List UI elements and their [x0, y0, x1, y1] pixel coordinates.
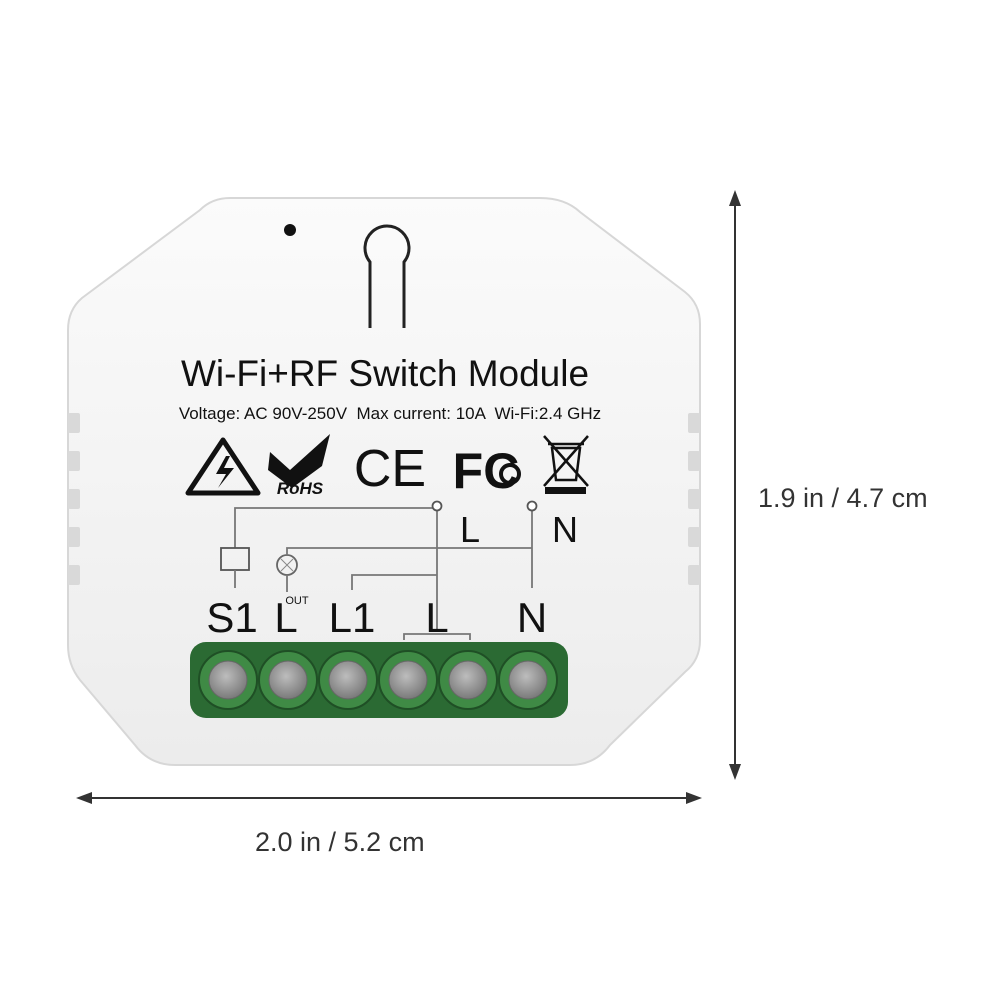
high-voltage-warning-icon — [185, 437, 261, 496]
height-dimension-arrow — [729, 190, 741, 780]
side-vents — [68, 413, 700, 585]
terminal-block — [190, 642, 568, 718]
n-node-dot — [526, 500, 538, 512]
fcc-mark-icon: FC — [453, 443, 521, 499]
fcc-label: FC — [453, 443, 520, 499]
terminal-label-l: L — [425, 594, 448, 641]
rohs-icon: RoHS — [268, 434, 330, 498]
module-title: Wi-Fi+RF Switch Module — [181, 353, 589, 394]
terminal-label-l1: L1 — [329, 594, 376, 641]
led-indicator-icon — [284, 224, 296, 236]
terminal-screw-icon[interactable] — [328, 660, 368, 700]
wiring-diagram — [220, 507, 533, 640]
height-dimension-label: 1.9 in / 4.7 cm — [758, 483, 928, 513]
out-label: OUT — [285, 595, 309, 607]
width-dimension-label: 2.0 in / 5.2 cm — [255, 827, 425, 857]
ce-mark-icon: CE — [354, 440, 426, 498]
terminal-screw-icon[interactable] — [208, 660, 248, 700]
top-label-l: L — [460, 509, 480, 550]
pair-button-icon — [363, 224, 411, 328]
width-dimension-arrow — [76, 792, 702, 804]
terminal-label-s1: S1 — [206, 594, 257, 641]
l-node-dot — [431, 500, 443, 512]
terminal-screw-icon[interactable] — [448, 660, 488, 700]
terminal-label-n: N — [517, 594, 547, 641]
module-housing — [67, 197, 701, 766]
module-specs: Voltage: AC 90V-250V Max current: 10A Wi… — [179, 404, 601, 423]
weee-bin-icon — [543, 435, 589, 494]
rohs-label: RoHS — [277, 479, 324, 498]
top-label-n: N — [552, 509, 578, 550]
terminal-label-l-out: L — [274, 594, 297, 641]
terminal-screw-icon[interactable] — [388, 660, 428, 700]
terminal-screw-icon[interactable] — [268, 660, 308, 700]
terminal-screw-icon[interactable] — [508, 660, 548, 700]
